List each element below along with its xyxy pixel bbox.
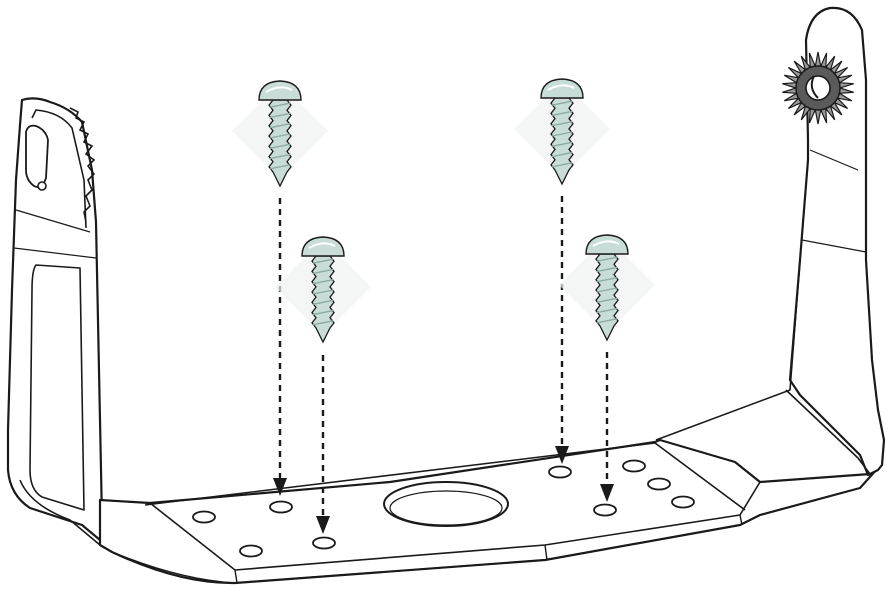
mounting-screw-4[interactable] (559, 234, 655, 342)
bracket-left-slot (25, 124, 49, 188)
mounting-hole (548, 465, 572, 479)
insertion-arrows (278, 196, 609, 518)
mounting-hole (239, 544, 263, 558)
bracket-left-panel (29, 264, 85, 511)
ratchet-knob-right[interactable] (782, 51, 854, 125)
arrow-heads (273, 446, 614, 534)
mounting-hole (647, 477, 671, 491)
base-mounting-holes (192, 459, 695, 558)
knob-tooth (782, 87, 798, 94)
cable-pass-through-hole (383, 481, 509, 527)
mounting-hole (593, 503, 617, 517)
ratchet-knob-left[interactable] (69, 107, 96, 223)
mounting-screw-2[interactable] (275, 236, 371, 344)
mounting-hole (192, 510, 216, 524)
mounting-hole (312, 536, 336, 550)
knob-tooth (782, 82, 798, 89)
gimbal-mounting-bracket (6, 6, 886, 585)
mounting-hole (269, 500, 293, 514)
mounting-screw-3[interactable] (514, 78, 610, 186)
mounting-screw-1[interactable] (232, 80, 328, 188)
mounting-screws (232, 78, 655, 344)
bracket-right-arm (788, 6, 886, 477)
mounting-hole (622, 459, 646, 473)
mounting-hole (671, 495, 695, 509)
